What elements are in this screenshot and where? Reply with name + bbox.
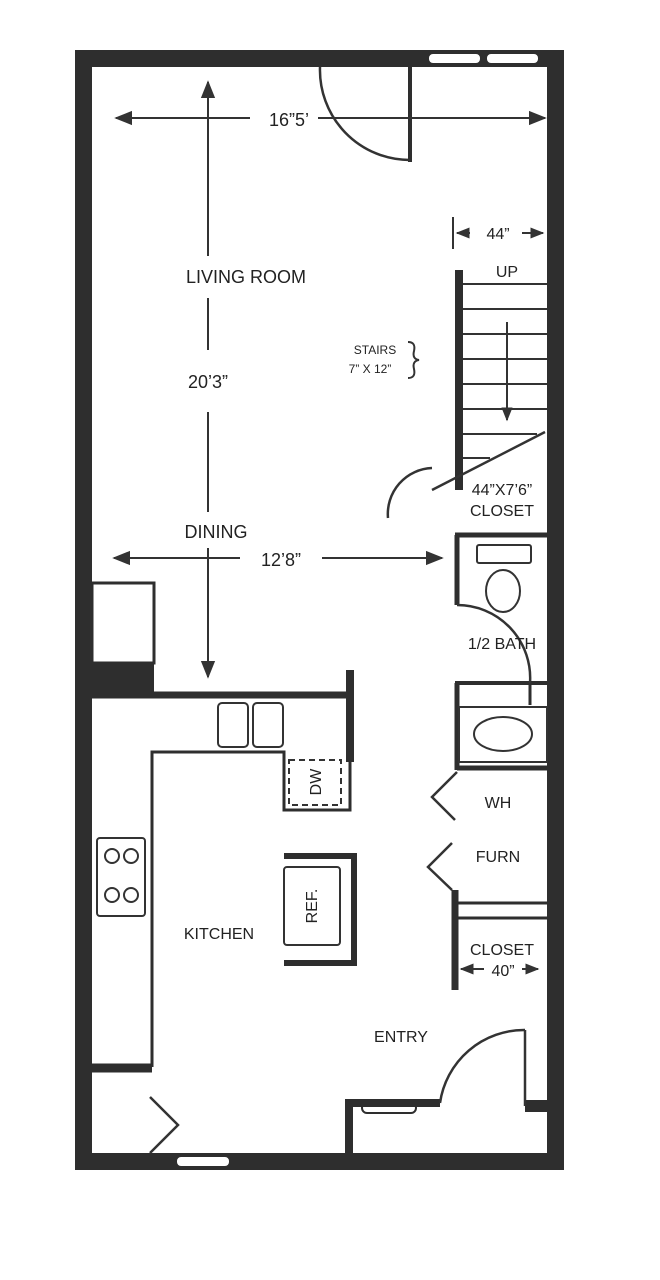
room-label-kitchen: KITCHEN (184, 926, 254, 943)
dim-living-width: 16”5’ (269, 110, 309, 130)
side-door-swing (149, 1096, 180, 1154)
bath-door-swing (456, 603, 532, 684)
stairs-up-label: UP (496, 264, 518, 281)
dishwasher-label: DW (308, 768, 325, 796)
room-label-wh: WH (485, 795, 512, 812)
stairs-label: STAIRS (354, 343, 396, 357)
room-label-living-room: LIVING ROOM (186, 267, 306, 287)
wall-bottom (75, 1153, 564, 1170)
dim-dining-width: 12’8” (261, 550, 301, 570)
toilet-bowl (485, 569, 521, 613)
window-top-1 (427, 52, 482, 65)
dim-living-depth: 20’3” (188, 372, 228, 392)
interior-walls (90, 67, 547, 1155)
dimension-lines (112, 80, 547, 975)
bath-sink-basin (473, 716, 533, 752)
room-label-closet-upper: CLOSET (470, 503, 534, 520)
room-label-half-bath: 1/2 BATH (468, 636, 536, 653)
bath-sink-counter (458, 706, 548, 763)
dim-stair-width: 44” (486, 226, 509, 243)
room-label-entry: ENTRY (374, 1029, 428, 1046)
wall-right (547, 50, 564, 1170)
closet-door-swing (386, 466, 433, 519)
wh-door-swing (430, 771, 458, 821)
kitchen-sink-right (252, 702, 284, 748)
doors (149, 66, 546, 1154)
kitchen-sink-left (217, 702, 249, 748)
refrigerator-label: REF. (304, 889, 321, 924)
room-label-furn: FURN (476, 849, 520, 866)
room-label-dining: DINING (185, 522, 248, 542)
refrigerator-outline (283, 866, 341, 946)
dim-closet-lower: 40” (491, 963, 514, 980)
furn-door-swing (426, 842, 453, 891)
stairs-brace (407, 341, 420, 379)
window-top-2 (485, 52, 540, 65)
stairs-step-size: 7” X 12” (349, 362, 392, 376)
built-in-cabinet (90, 581, 156, 665)
entry-door-swing (438, 1028, 526, 1104)
kitchen-counter (150, 750, 352, 1067)
dishwasher-outline (288, 759, 342, 806)
toilet-tank (476, 544, 532, 564)
range-cooktop (96, 837, 146, 917)
room-label-closet-lower: CLOSET (470, 942, 534, 959)
window-bottom (175, 1155, 231, 1168)
wall-left (75, 50, 92, 1170)
fixtures (96, 544, 548, 946)
labels: 16”5’ LIVING ROOM 20’3” DINING 12’8” 44”… (184, 110, 536, 1046)
dim-closet-upper: 44”X7’6” (472, 482, 532, 499)
exterior-walls (75, 50, 564, 1170)
front-door-swing (318, 66, 411, 162)
staircase (463, 283, 547, 459)
